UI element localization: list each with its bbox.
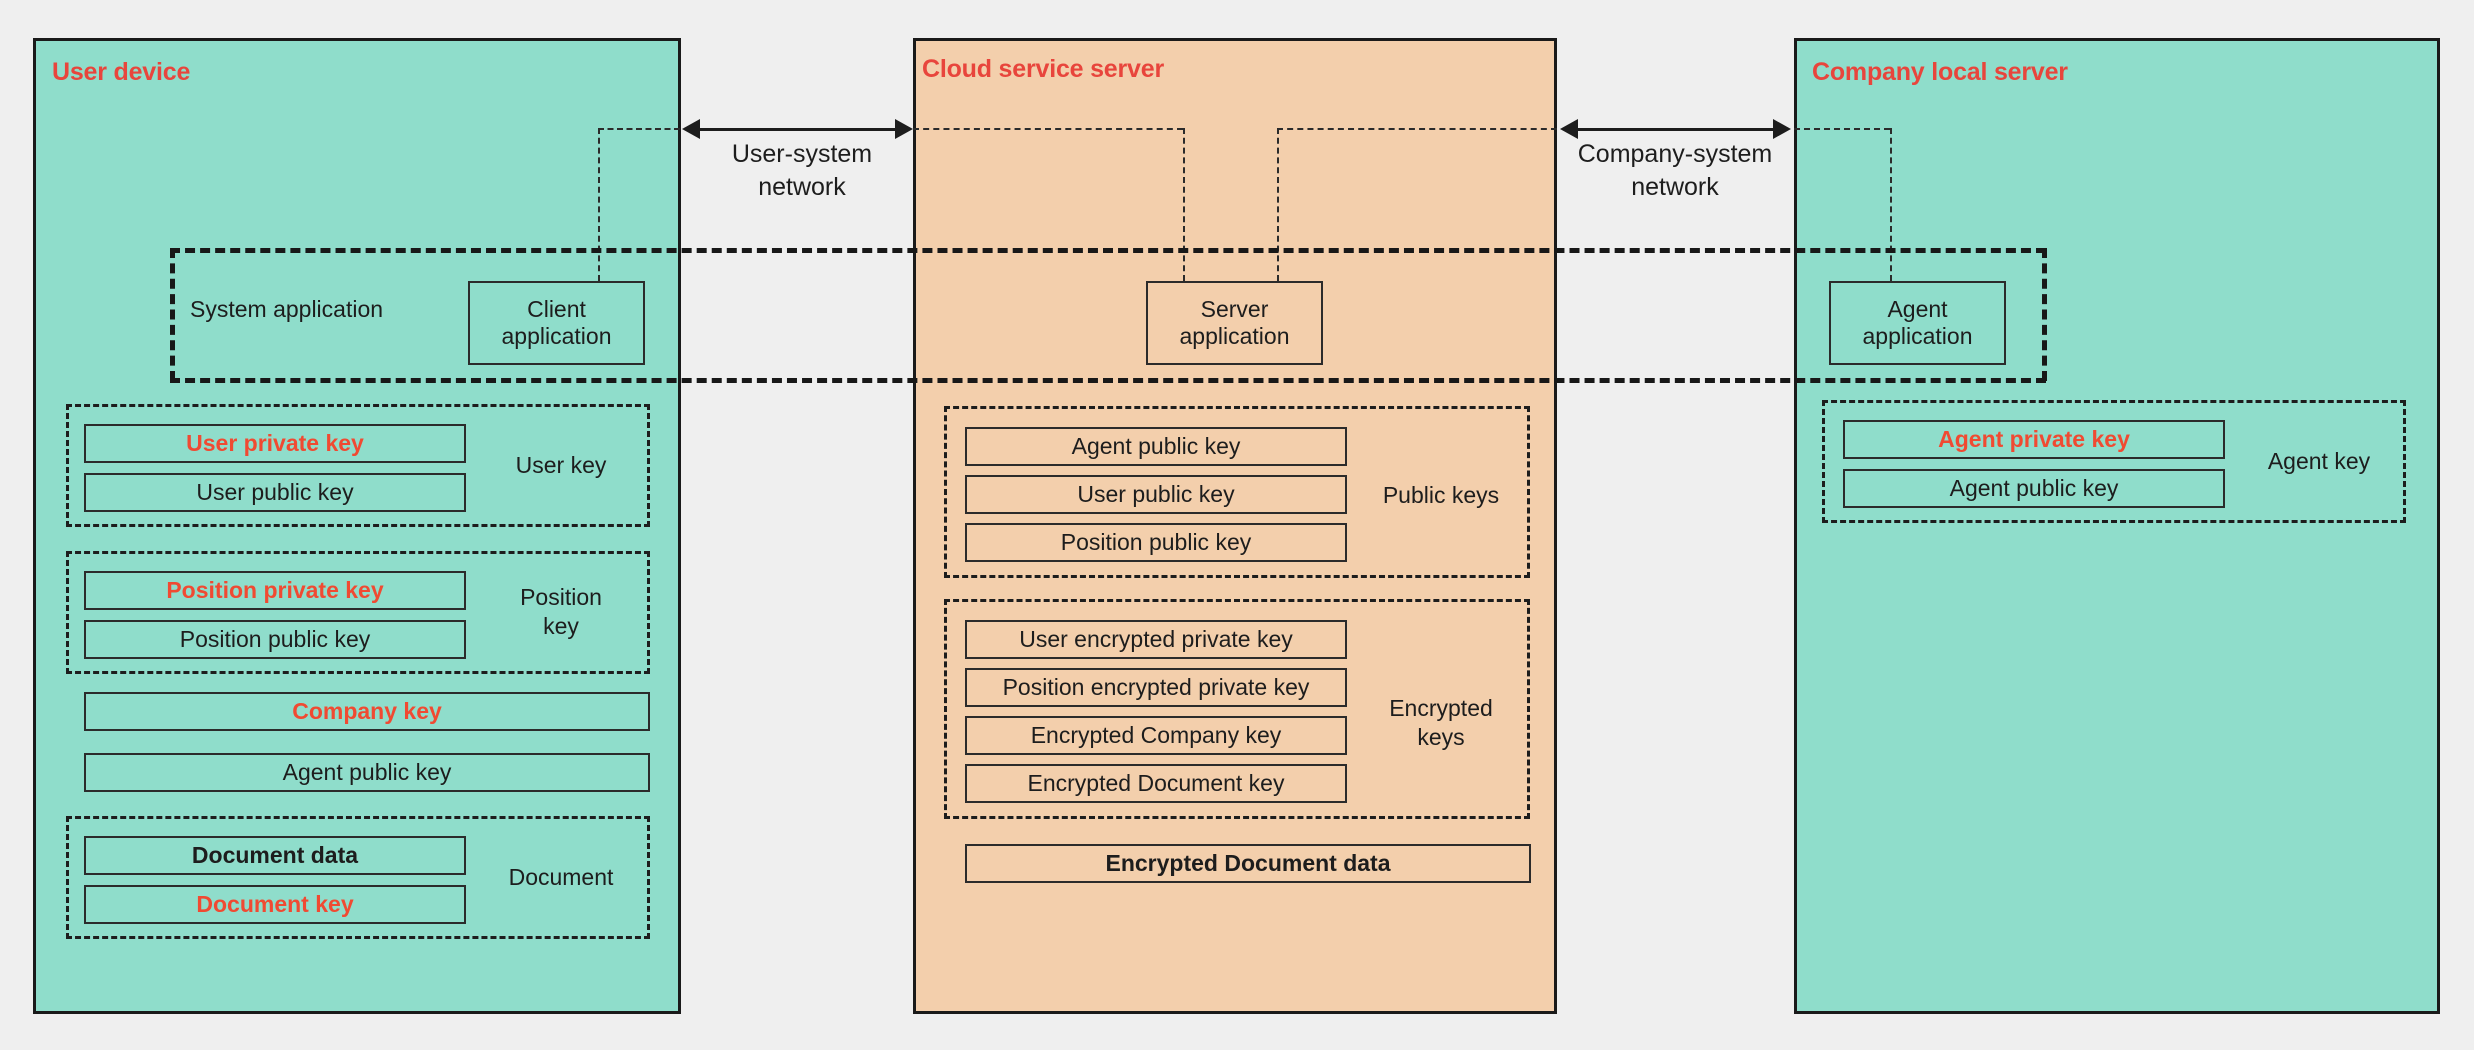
group-encrypted-keys xyxy=(944,599,1530,819)
zone-company-local-server xyxy=(1794,38,2440,1014)
user-system-network-arrowhead-left xyxy=(682,119,700,139)
user-system-network-arrowhead-right xyxy=(895,119,913,139)
group-encrypted-keys-label: Encrypted keys xyxy=(1389,695,1493,750)
connector-agent-app-vertical xyxy=(1890,128,1892,281)
system-boundary-right-cap xyxy=(2042,248,2047,381)
connector-cloud-left-horizontal xyxy=(913,128,1183,130)
system-boundary-left-cap xyxy=(170,248,175,381)
group-user-key xyxy=(66,404,650,527)
zone-cloud-service-server-title: Cloud service server xyxy=(922,55,1164,83)
group-user-key-label: User key xyxy=(515,452,607,478)
connector-client-app-vertical xyxy=(598,128,600,281)
item-document-data[interactable]: Document data xyxy=(84,836,466,875)
zone-company-local-server-title: Company local server xyxy=(1812,58,2068,86)
group-agent-key-label: Agent key xyxy=(2267,448,2371,474)
item-encrypted-document-data[interactable]: Encrypted Document data xyxy=(965,844,1531,883)
connector-user-network-to-client-app xyxy=(598,128,680,130)
item-position-public-key[interactable]: Position public key xyxy=(84,620,466,659)
company-system-network-line xyxy=(1570,128,1780,131)
system-boundary-bottom xyxy=(170,378,2046,383)
connector-cloud-left-vertical xyxy=(1183,128,1185,281)
item-position-encrypted-private-key[interactable]: Position encrypted private key xyxy=(965,668,1347,707)
user-system-network-label: User-system network xyxy=(731,140,873,201)
group-public-keys xyxy=(944,406,1530,578)
item-agent-public-key-user-device[interactable]: Agent public key xyxy=(84,753,650,792)
group-position-key-label: Position key xyxy=(520,584,602,639)
company-system-network-arrowhead-right xyxy=(1773,119,1791,139)
zone-user-device-title: User device xyxy=(52,58,191,86)
user-system-network-line xyxy=(692,128,902,131)
connector-company-horizontal xyxy=(1794,128,1890,130)
connector-cloud-right-horizontal xyxy=(1277,128,1557,130)
agent-application-box[interactable]: Agent application xyxy=(1829,281,2006,365)
group-document xyxy=(66,816,650,939)
group-public-keys-label: Public keys xyxy=(1382,482,1500,508)
item-company-key[interactable]: Company key xyxy=(84,692,650,731)
item-agent-private-key[interactable]: Agent private key xyxy=(1843,420,2225,459)
zone-cloud-service-server xyxy=(913,38,1557,1014)
item-user-encrypted-private-key[interactable]: User encrypted private key xyxy=(965,620,1347,659)
server-application-box[interactable]: Server application xyxy=(1146,281,1323,365)
item-user-private-key[interactable]: User private key xyxy=(84,424,466,463)
item-document-key[interactable]: Document key xyxy=(84,885,466,924)
item-agent-public-key-company[interactable]: Agent public key xyxy=(1843,469,2225,508)
item-agent-public-key-cloud[interactable]: Agent public key xyxy=(965,427,1347,466)
system-application-text: System application xyxy=(190,296,384,323)
client-application-box[interactable]: Client application xyxy=(468,281,645,365)
company-system-network-arrowhead-left xyxy=(1560,119,1578,139)
system-application-label: System application xyxy=(190,290,490,330)
item-user-public-key[interactable]: User public key xyxy=(84,473,466,512)
item-encrypted-company-key[interactable]: Encrypted Company key xyxy=(965,716,1347,755)
group-document-label: Document xyxy=(508,864,614,890)
company-system-network-label: Company-system network xyxy=(1577,140,1773,201)
item-position-private-key[interactable]: Position private key xyxy=(84,571,466,610)
connector-cloud-right-vertical xyxy=(1277,128,1279,281)
system-boundary-top xyxy=(170,248,2046,253)
group-agent-key xyxy=(1822,400,2406,523)
item-user-public-key-cloud[interactable]: User public key xyxy=(965,475,1347,514)
item-encrypted-document-key[interactable]: Encrypted Document key xyxy=(965,764,1347,803)
group-position-key xyxy=(66,551,650,674)
item-position-public-key-cloud[interactable]: Position public key xyxy=(965,523,1347,562)
